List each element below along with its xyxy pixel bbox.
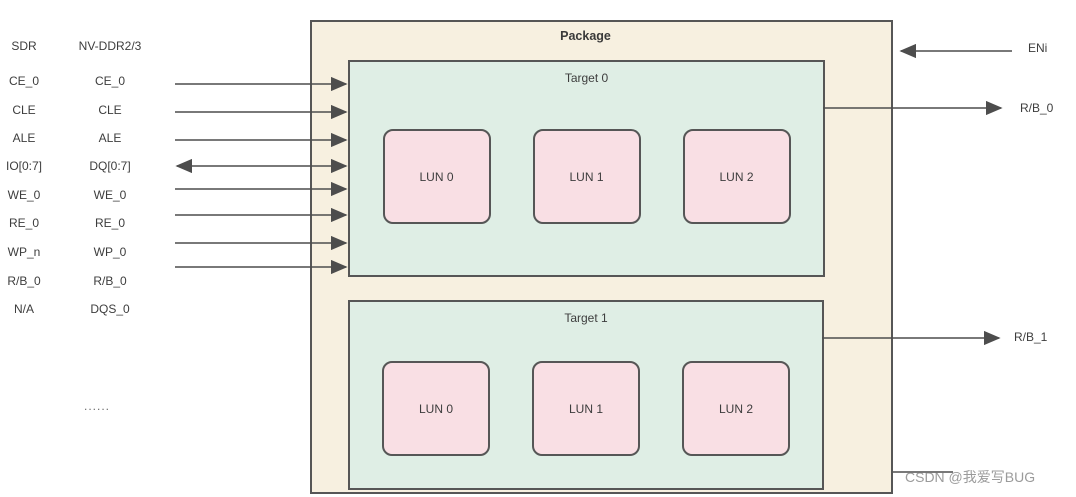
rb1-label: R/B_1: [1014, 330, 1048, 344]
pin-label-nvddr: WP_0: [93, 245, 127, 259]
package-title: Package: [560, 29, 611, 43]
pin-table-header: SDR NV-DDR2/3: [0, 39, 170, 53]
pin-label-sdr: N/A: [13, 302, 34, 316]
pin-label-nvddr: DQS_0: [90, 302, 130, 316]
pin-table-ellipsis: ......: [83, 399, 110, 413]
pin-row: CLE CLE: [0, 103, 170, 117]
lun-box: LUN 1: [532, 361, 640, 456]
lun-box: LUN 0: [382, 361, 490, 456]
pin-label-nvddr: WE_0: [93, 188, 127, 202]
pin-label-nvddr: RE_0: [94, 216, 126, 230]
pin-label-nvddr: CLE: [98, 103, 122, 117]
pin-label-nvddr: CE_0: [94, 74, 126, 88]
pin-label-sdr: WP_n: [7, 245, 41, 259]
target-box: Target 1 LUN 0 LUN 1 LUN 2: [348, 300, 824, 490]
lun-box: LUN 2: [682, 129, 791, 224]
eni-label: ENi: [1028, 41, 1048, 55]
pin-label-sdr: IO[0:7]: [5, 159, 43, 173]
pin-row: R/B_0 R/B_0: [0, 274, 170, 288]
pin-row: RE_0 RE_0: [0, 216, 170, 230]
pin-row: WP_n WP_0: [0, 245, 170, 259]
pin-row: CE_0 CE_0: [0, 74, 170, 88]
rb0-label: R/B_0: [1020, 101, 1054, 115]
pin-label-sdr: RE_0: [8, 216, 40, 230]
pin-row: ALE ALE: [0, 131, 170, 145]
lun-box: LUN 0: [382, 129, 491, 224]
pin-label-nvddr: R/B_0: [93, 274, 127, 288]
pin-row: IO[0:7] DQ[0:7]: [0, 159, 170, 173]
pin-label-sdr: ALE: [12, 131, 36, 145]
target-title: Target 0: [564, 71, 609, 85]
pin-row: WE_0 WE_0: [0, 188, 170, 202]
lun-box: LUN 1: [532, 129, 641, 224]
package-box: Package Target 0 LUN 0 LUN 1 LUN 2 Target 1 L…: [310, 20, 893, 494]
pin-label-nvddr: DQ[0:7]: [89, 159, 131, 173]
lun-box: LUN 2: [682, 361, 790, 456]
target-title: Target 1: [564, 311, 608, 325]
column-header-nvddr: NV-DDR2/3: [78, 39, 142, 53]
pin-label-sdr: WE_0: [7, 188, 41, 202]
lun-row: LUN 0 LUN 1 LUN 2: [350, 129, 823, 224]
pin-label-sdr: CLE: [12, 103, 36, 117]
pin-row: N/A DQS_0: [0, 302, 170, 316]
pin-label-nvddr: ALE: [98, 131, 122, 145]
pin-label-sdr: CE_0: [8, 74, 40, 88]
watermark: CSDN @我爱写BUG: [905, 469, 1036, 485]
target-box: Target 0 LUN 0 LUN 1 LUN 2: [348, 60, 825, 277]
lun-row: LUN 0 LUN 1 LUN 2: [350, 361, 822, 456]
pin-label-sdr: R/B_0: [7, 274, 41, 288]
column-header-sdr: SDR: [11, 39, 37, 53]
